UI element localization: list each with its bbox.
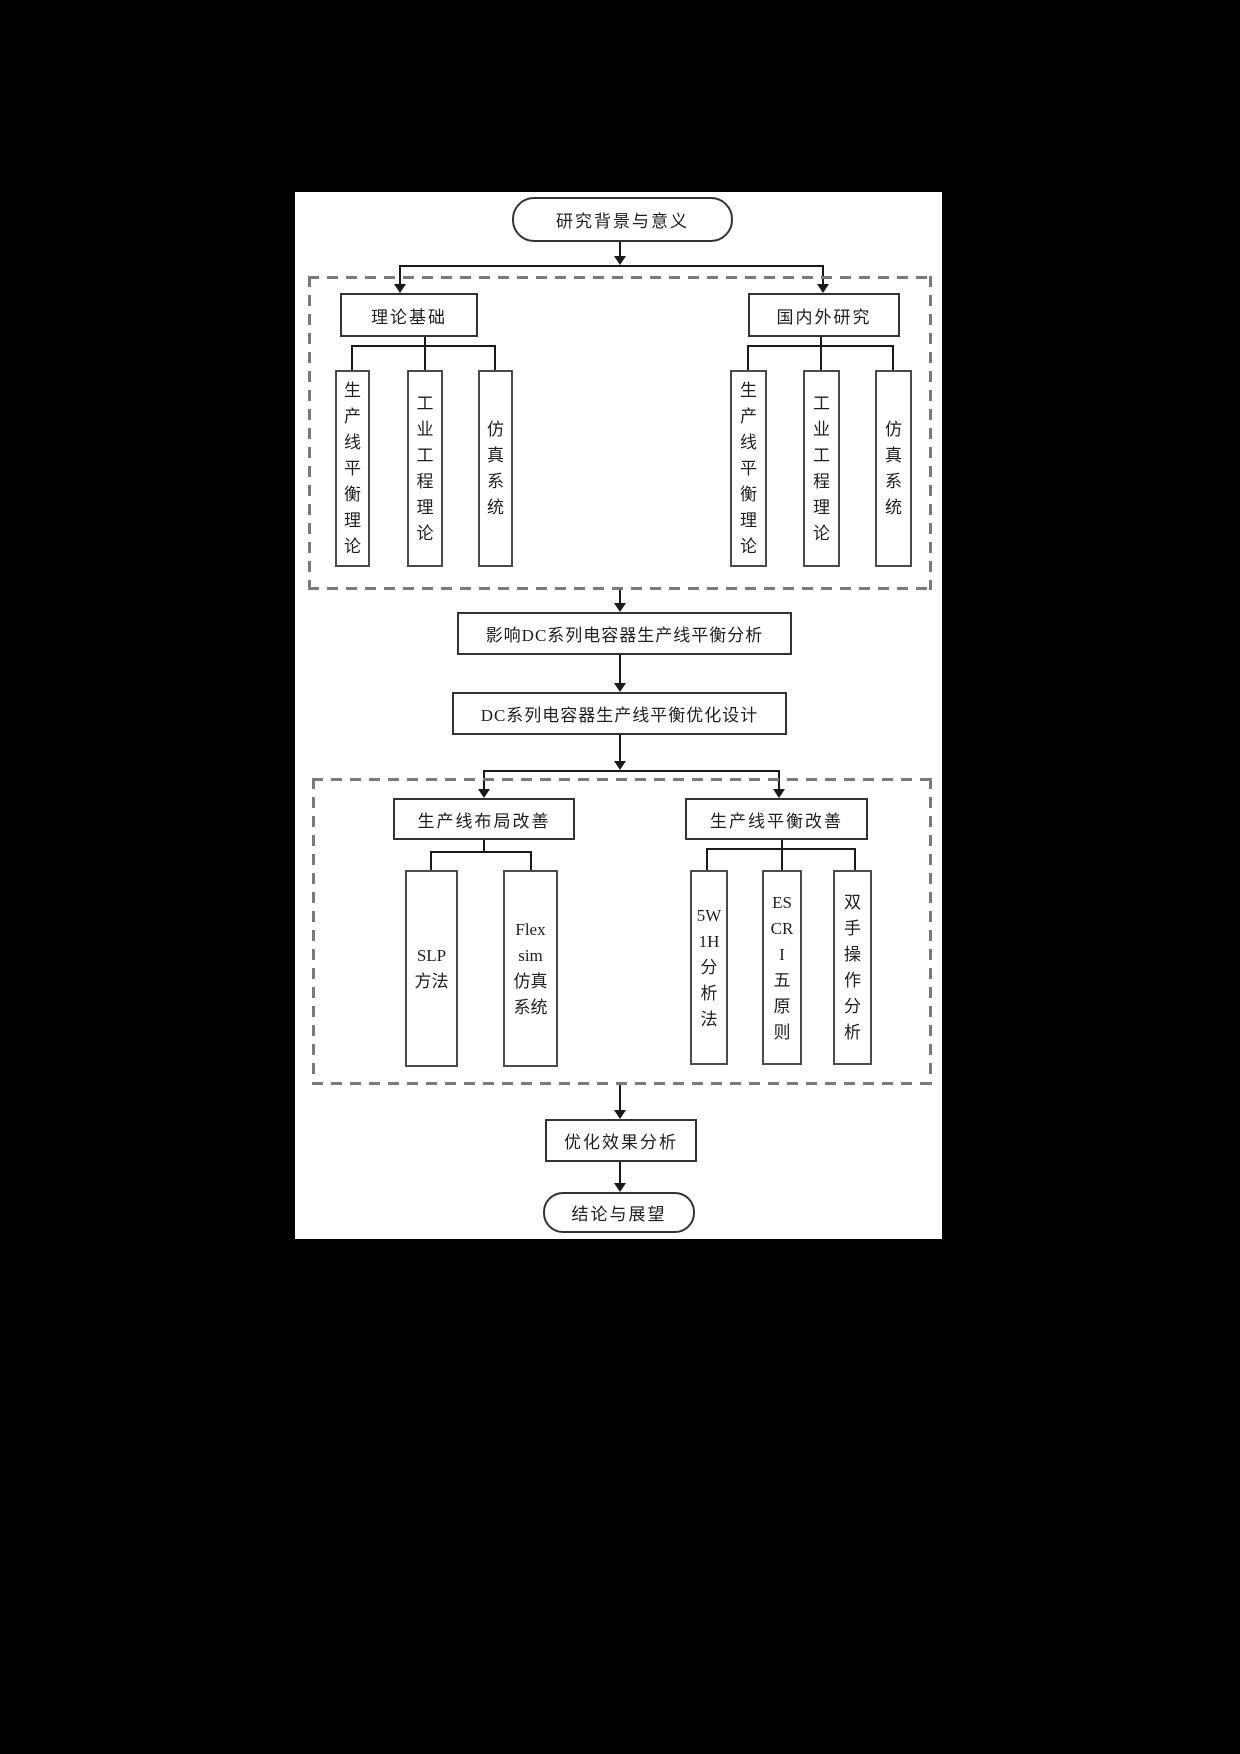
line-balance-theory-box-right: 生产线平衡理论 bbox=[730, 370, 767, 567]
connector-line bbox=[892, 345, 894, 370]
arrow-down-icon bbox=[614, 683, 626, 692]
connector-line bbox=[619, 1085, 621, 1110]
start-node-label: 研究背景与意义 bbox=[556, 212, 689, 231]
connector-line bbox=[430, 851, 432, 870]
connector-line bbox=[822, 267, 824, 284]
arrow-down-icon bbox=[614, 1110, 626, 1119]
connector-line bbox=[820, 337, 822, 372]
connector-line bbox=[747, 345, 894, 347]
connector-line bbox=[619, 242, 621, 257]
connector-line bbox=[494, 345, 496, 370]
analysis-box: 影响DC系列电容器生产线平衡分析 bbox=[457, 612, 792, 655]
arrow-down-icon bbox=[614, 761, 626, 770]
connector-line bbox=[483, 770, 780, 772]
domestic-research-label: 国内外研究 bbox=[776, 307, 872, 327]
design-label: DC系列电容器生产线平衡优化设计 bbox=[480, 706, 759, 725]
connector-line bbox=[430, 851, 532, 853]
end-node: 结论与展望 bbox=[543, 1192, 695, 1233]
arrow-down-icon bbox=[614, 1183, 626, 1192]
connector-line bbox=[706, 848, 856, 850]
connector-line bbox=[351, 345, 353, 370]
connector-line bbox=[351, 345, 496, 347]
arrow-down-icon bbox=[614, 603, 626, 612]
connector-line bbox=[399, 265, 824, 267]
domestic-research-box: 国内外研究 bbox=[748, 293, 900, 337]
end-node-label: 结论与展望 bbox=[571, 1205, 667, 1224]
start-node: 研究背景与意义 bbox=[512, 197, 733, 242]
connector-line bbox=[619, 1162, 621, 1183]
design-box: DC系列电容器生产线平衡优化设计 bbox=[452, 692, 787, 735]
effect-analysis-label: 优化效果分析 bbox=[564, 1133, 678, 1152]
connector-line bbox=[399, 267, 401, 284]
theory-basis-label: 理论基础 bbox=[371, 307, 447, 327]
connector-line bbox=[483, 840, 485, 853]
effect-analysis-box: 优化效果分析 bbox=[545, 1119, 697, 1162]
simulation-system-box-left: 仿真系统 bbox=[478, 370, 513, 567]
connector-line bbox=[706, 848, 708, 870]
layout-improvement-label: 生产线布局改善 bbox=[417, 811, 551, 831]
balance-improvement-box: 生产线平衡改善 bbox=[685, 798, 868, 840]
industrial-engineering-theory-box-left: 工业工程理论 bbox=[407, 370, 443, 567]
line-balance-theory-box-left: 生产线平衡理论 bbox=[335, 370, 370, 567]
industrial-engineering-theory-box-right: 工业工程理论 bbox=[803, 370, 840, 567]
connector-line bbox=[854, 848, 856, 870]
connector-line bbox=[619, 590, 621, 604]
connector-line bbox=[530, 851, 532, 870]
arrow-down-icon bbox=[614, 256, 626, 265]
two-hand-operation-analysis-box: 双手操作分析 bbox=[833, 870, 872, 1065]
layout-improvement-box: 生产线布局改善 bbox=[393, 798, 575, 840]
theory-basis-box: 理论基础 bbox=[340, 293, 478, 337]
analysis-label: 影响DC系列电容器生产线平衡分析 bbox=[485, 626, 764, 645]
balance-improvement-label: 生产线平衡改善 bbox=[710, 811, 843, 831]
connector-line bbox=[424, 337, 426, 372]
connector-line bbox=[619, 735, 621, 761]
document-page: 研究背景与意义 理论基础 生产线平衡理论 工业工程理论 仿真系统 国内外研究 bbox=[295, 192, 942, 1239]
simulation-system-box-right: 仿真系统 bbox=[875, 370, 912, 567]
connector-line bbox=[619, 655, 621, 683]
connector-line bbox=[781, 840, 783, 870]
connector-line bbox=[747, 345, 749, 370]
